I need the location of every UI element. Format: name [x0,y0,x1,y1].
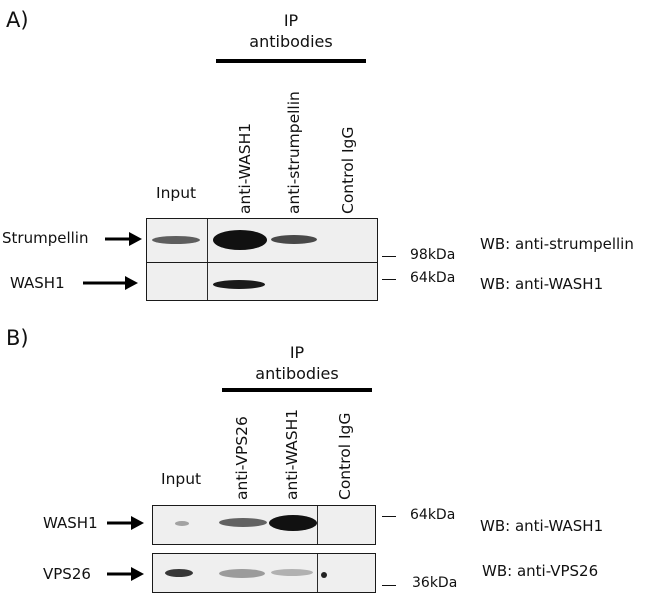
panel-a-lane-2: anti-strumpellin [285,91,303,214]
ip-header-line1: IP [289,343,305,362]
panel-a-mw-98: 98kDa [410,247,456,263]
panel-b-mw-36: 36kDa [412,575,458,591]
mw-tick [382,256,396,258]
band-ip-wash1 [213,280,265,289]
panel-b-wb-2: WB: anti-VPS26 [482,562,599,580]
mw-tick [382,279,396,281]
panel-a-blot-strumpellin [146,218,378,264]
band-input [152,236,200,244]
panel-a-wb-1: WB: anti-strumpellin [480,235,634,253]
panel-a-label: A) [6,8,29,32]
panel-b-lane-2: anti-WASH1 [283,408,301,500]
panel-b-lane-3: Control IgG [336,412,354,500]
panel-b-mw-64: 64kDa [410,507,456,523]
panel-a-lane-3: Control IgG [339,126,357,214]
panel-b-row1-label: WASH1 [43,514,98,532]
panel-a-lane-1: anti-WASH1 [236,122,254,214]
ip-header-line2: antibodies [249,32,333,51]
ip-header-line1: IP [283,11,299,30]
arrow-right-icon [107,516,144,530]
panel-b-ip-header: IP antibodies [222,342,372,384]
panel-b-row2-label: VPS26 [43,565,91,583]
arrow-right-icon [105,232,142,246]
panel-b-blot-vps26 [152,553,376,593]
panel-b-input-label: Input [161,470,202,488]
panel-b-ip-bracket [222,388,372,392]
band-input [175,521,189,526]
mw-tick [382,585,396,587]
panel-a-input-label: Input [156,184,197,202]
lane-divider [207,219,208,263]
band-ip-vps26 [219,569,265,578]
band-ip-wash1 [213,230,267,250]
ip-header-line2: antibodies [255,364,339,383]
mw-tick [382,516,396,518]
panel-b-blot-wash1 [152,505,376,545]
arrow-right-icon [107,567,144,581]
panel-b-lane-1: anti-VPS26 [233,416,251,500]
band-ip-vps26 [219,518,267,527]
panel-a-wb-2: WB: anti-WASH1 [480,275,604,293]
blot-speck [321,572,327,578]
panel-a-ip-header: IP antibodies [216,10,366,52]
lane-divider [317,554,318,592]
lane-divider [207,263,208,300]
panel-a-ip-bracket [216,59,366,63]
band-ip-wash1 [271,569,313,576]
band-input [165,569,193,577]
panel-a-row1-label: Strumpellin [2,229,89,247]
panel-b-label: B) [6,326,29,350]
panel-a-mw-64: 64kDa [410,270,456,286]
panel-a-blot-wash1 [146,262,378,301]
panel-a-row2-label: WASH1 [10,274,65,292]
lane-divider [317,506,318,544]
panel-b-wb-1: WB: anti-WASH1 [480,517,604,535]
arrow-right-icon [83,276,138,290]
band-ip-strumpellin [271,235,317,244]
band-ip-wash1 [269,515,317,531]
